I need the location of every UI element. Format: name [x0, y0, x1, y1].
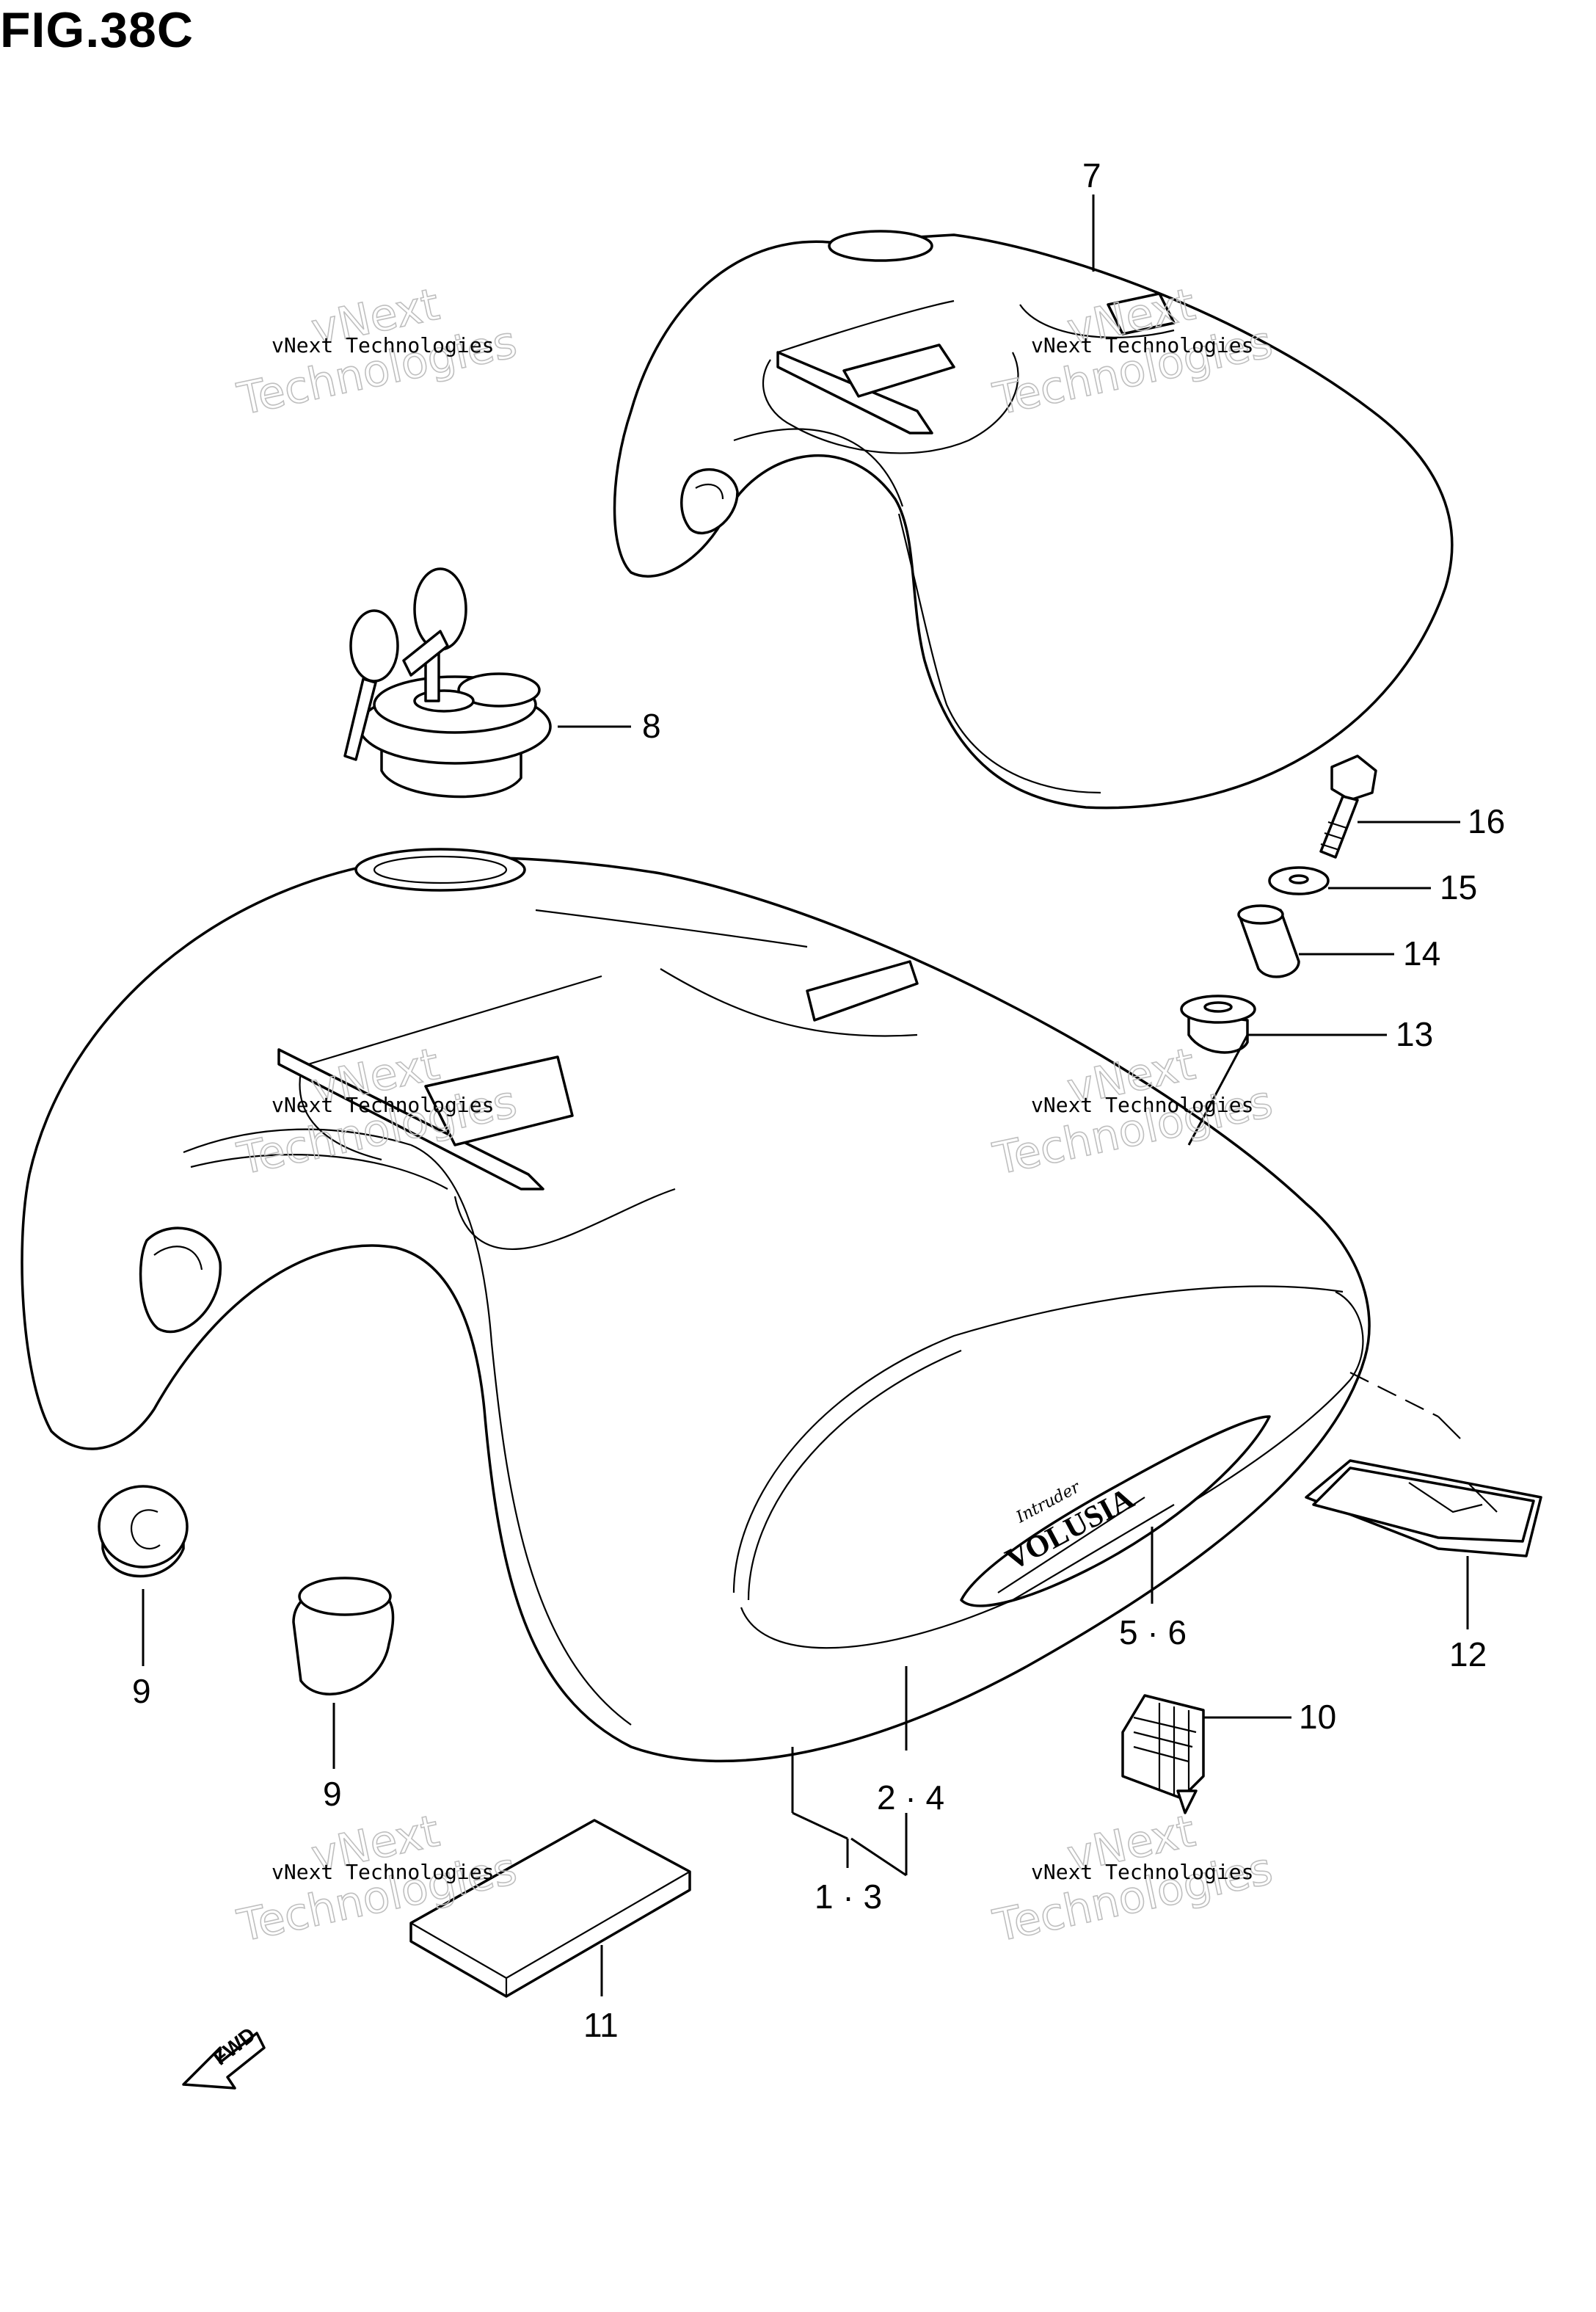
callout-9-upper: 9 [132, 1672, 151, 1710]
callout-5-6: 5 · 6 [1119, 1613, 1187, 1651]
leader-lines [142, 195, 1469, 1996]
callout-2-4: 2 · 4 [877, 1778, 944, 1817]
callout-16: 16 [1468, 802, 1505, 840]
svg-text:vNext Technologies: vNext Technologies [272, 1093, 494, 1117]
washer [1268, 866, 1330, 895]
bolt [1319, 755, 1377, 859]
spacer [1237, 904, 1300, 978]
watermark-1: Technologies vNext vNext Technologies [233, 278, 522, 426]
callout-7: 7 [1082, 156, 1101, 195]
grommet-cap-upper [98, 1485, 189, 1578]
callout-8: 8 [642, 707, 661, 745]
figure-title: FIG.38C [0, 2, 194, 58]
fuel-tank-lower [21, 848, 1371, 1763]
callout-10: 10 [1299, 1698, 1336, 1736]
watermark-6: Technologies vNext vNext Technologies [988, 1805, 1278, 1953]
svg-text:vNext Technologies: vNext Technologies [1031, 333, 1253, 357]
svg-text:vNext Technologies: vNext Technologies [272, 333, 494, 357]
clip [1121, 1694, 1205, 1814]
fuel-cap-lock [343, 567, 552, 799]
callout-1-3: 1 · 3 [815, 1877, 882, 1916]
emblem-pad [1305, 1459, 1542, 1557]
fwd-arrow-icon [182, 2032, 266, 2090]
pad [409, 1819, 691, 1998]
callout-14: 14 [1403, 934, 1440, 973]
callout-11: 11 [583, 2006, 619, 2044]
svg-text:vNext Technologies: vNext Technologies [272, 1860, 494, 1884]
callout-15: 15 [1440, 868, 1477, 906]
svg-text:vNext Technologies: vNext Technologies [1031, 1093, 1253, 1117]
cushion [1180, 995, 1256, 1054]
callout-12: 12 [1449, 1635, 1487, 1673]
callout-13: 13 [1396, 1015, 1433, 1053]
svg-text:vNext Technologies: vNext Technologies [1031, 1860, 1253, 1884]
callout-9-lower: 9 [323, 1775, 342, 1813]
grommet-cap-lower [292, 1577, 395, 1695]
fuel-tank-upper [613, 230, 1454, 810]
